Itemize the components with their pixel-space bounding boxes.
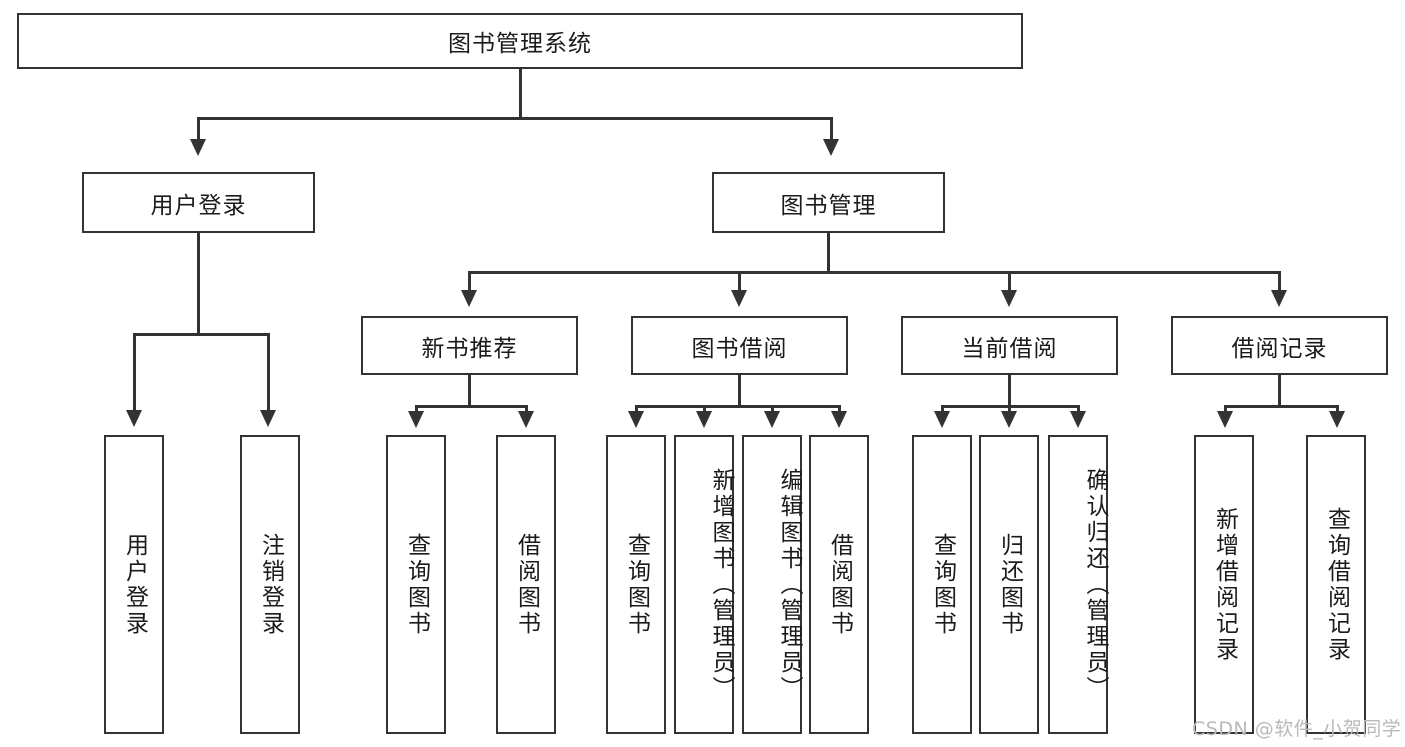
arrowhead-book-borrow-leaf-3: [764, 411, 780, 428]
leaf-logout[interactable]: 注销登录: [240, 435, 300, 734]
connector-current-borrow-drop-1: [941, 405, 944, 415]
node-borrow-record[interactable]: 借阅记录: [1171, 316, 1388, 375]
arrowhead-borrow-record-leaf-2: [1329, 411, 1345, 428]
node-label: 借阅图书: [513, 532, 540, 637]
connector-book-borrow-drop-4: [838, 405, 841, 415]
connector-user-login-bus: [133, 333, 269, 336]
connector-borrow-record-drop-1: [1224, 405, 1227, 415]
node-current-borrow[interactable]: 当前借阅: [901, 316, 1118, 375]
leaf-add-book-admin[interactable]: 新增图书（管理员）: [674, 435, 734, 734]
leaf-borrow-book[interactable]: 借阅图书: [809, 435, 869, 734]
connector-current-borrow-stem: [1008, 375, 1011, 407]
node-label: 新增借阅记录: [1211, 506, 1238, 663]
leaf-add-borrow-record[interactable]: 新增借阅记录: [1194, 435, 1254, 734]
watermark-csdn: CSDN @软件_小贺同学: [1192, 714, 1401, 741]
connector-level3-drop-1: [468, 271, 471, 293]
connector-level3-bus: [468, 271, 1280, 274]
connector-book-borrow-drop-3: [771, 405, 774, 415]
connector-new-book-drop-2: [525, 405, 528, 415]
connector-level2-drop-right: [830, 117, 833, 142]
node-label: 用户登录: [121, 532, 148, 637]
node-label: 图书管理: [780, 192, 877, 219]
node-user-login[interactable]: 用户登录: [82, 172, 315, 233]
watermark-text: CSDN @软件_小贺同学: [1192, 718, 1402, 740]
arrowhead-book-borrow-leaf-1: [628, 411, 644, 428]
node-label: 当前借阅: [961, 335, 1058, 362]
leaf-user-login[interactable]: 用户登录: [104, 435, 164, 734]
node-label: 新增图书（管理员）: [708, 467, 734, 702]
connector-current-borrow-bus: [941, 405, 1080, 408]
arrowhead-user-login-leaf-2: [260, 410, 276, 427]
leaf-return-book[interactable]: 归还图书: [979, 435, 1039, 734]
arrowhead-book-borrow-leaf-4: [831, 411, 847, 428]
connector-level3-drop-4: [1278, 271, 1281, 293]
leaf-query-borrow-record[interactable]: 查询借阅记录: [1306, 435, 1366, 734]
connector-borrow-record-bus: [1224, 405, 1338, 408]
arrowhead-new-book-leaf-2: [518, 411, 534, 428]
connector-root-stem: [519, 69, 522, 119]
leaf-borrow-book-recommend[interactable]: 借阅图书: [496, 435, 556, 734]
node-label: 编辑图书（管理员）: [776, 467, 802, 702]
node-label: 查询图书: [623, 532, 650, 637]
connector-new-book-bus: [415, 405, 528, 408]
connector-user-login-drop-1: [133, 333, 136, 413]
arrowhead-user-login-leaf-1: [126, 410, 142, 427]
node-label: 查询图书: [929, 532, 956, 637]
node-label: 查询图书: [403, 532, 430, 637]
connector-user-login-stem: [197, 233, 200, 335]
connector-current-borrow-drop-3: [1077, 405, 1080, 415]
arrowhead-level3-3: [1001, 290, 1017, 307]
connector-borrow-record-drop-2: [1336, 405, 1339, 415]
connector-level2-bus: [197, 117, 832, 120]
node-label: 确认归还（管理员）: [1082, 467, 1108, 702]
arrowhead-level3-1: [461, 290, 477, 307]
node-book-management[interactable]: 图书管理: [712, 172, 945, 233]
connector-level3-drop-2: [738, 271, 741, 293]
node-label: 归还图书: [996, 532, 1023, 637]
connector-level2-drop-left: [197, 117, 200, 142]
connector-book-borrow-stem: [738, 375, 741, 407]
arrowhead-current-borrow-leaf-2: [1001, 411, 1017, 428]
arrowhead-new-book-leaf-1: [408, 411, 424, 428]
arrowhead-current-borrow-leaf-3: [1070, 411, 1086, 428]
connector-borrow-record-stem: [1278, 375, 1281, 407]
connector-book-management-stem: [827, 233, 830, 273]
connector-level3-drop-3: [1008, 271, 1011, 293]
connector-current-borrow-drop-2: [1008, 405, 1011, 415]
connector-new-book-drop-1: [415, 405, 418, 415]
node-new-book-recommend[interactable]: 新书推荐: [361, 316, 578, 375]
connector-book-borrow-drop-2: [703, 405, 706, 415]
leaf-query-book-borrow[interactable]: 查询图书: [606, 435, 666, 734]
arrowhead-level3-2: [731, 290, 747, 307]
connector-new-book-stem: [468, 375, 471, 407]
connector-user-login-drop-2: [267, 333, 270, 413]
leaf-query-book-current[interactable]: 查询图书: [912, 435, 972, 734]
node-label: 借阅记录: [1231, 335, 1328, 362]
node-book-borrow[interactable]: 图书借阅: [631, 316, 848, 375]
node-label: 图书管理系统: [448, 31, 592, 57]
connector-book-borrow-drop-1: [635, 405, 638, 415]
node-label: 借阅图书: [826, 532, 853, 637]
arrowhead-level2-right: [823, 139, 839, 156]
leaf-edit-book-admin[interactable]: 编辑图书（管理员）: [742, 435, 802, 734]
node-label: 注销登录: [257, 532, 284, 637]
arrowhead-current-borrow-leaf-1: [934, 411, 950, 428]
arrowhead-borrow-record-leaf-1: [1217, 411, 1233, 428]
arrowhead-level2-left: [190, 139, 206, 156]
node-label: 查询借阅记录: [1323, 506, 1350, 663]
node-label: 新书推荐: [421, 335, 518, 362]
node-label: 图书借阅: [691, 335, 788, 362]
node-label: 用户登录: [150, 192, 247, 219]
arrowhead-book-borrow-leaf-2: [696, 411, 712, 428]
leaf-query-book-recommend[interactable]: 查询图书: [386, 435, 446, 734]
connector-book-borrow-bus: [635, 405, 840, 408]
node-root-book-management-system[interactable]: 图书管理系统: [17, 13, 1023, 69]
arrowhead-level3-4: [1271, 290, 1287, 307]
leaf-confirm-return-admin[interactable]: 确认归还（管理员）: [1048, 435, 1108, 734]
